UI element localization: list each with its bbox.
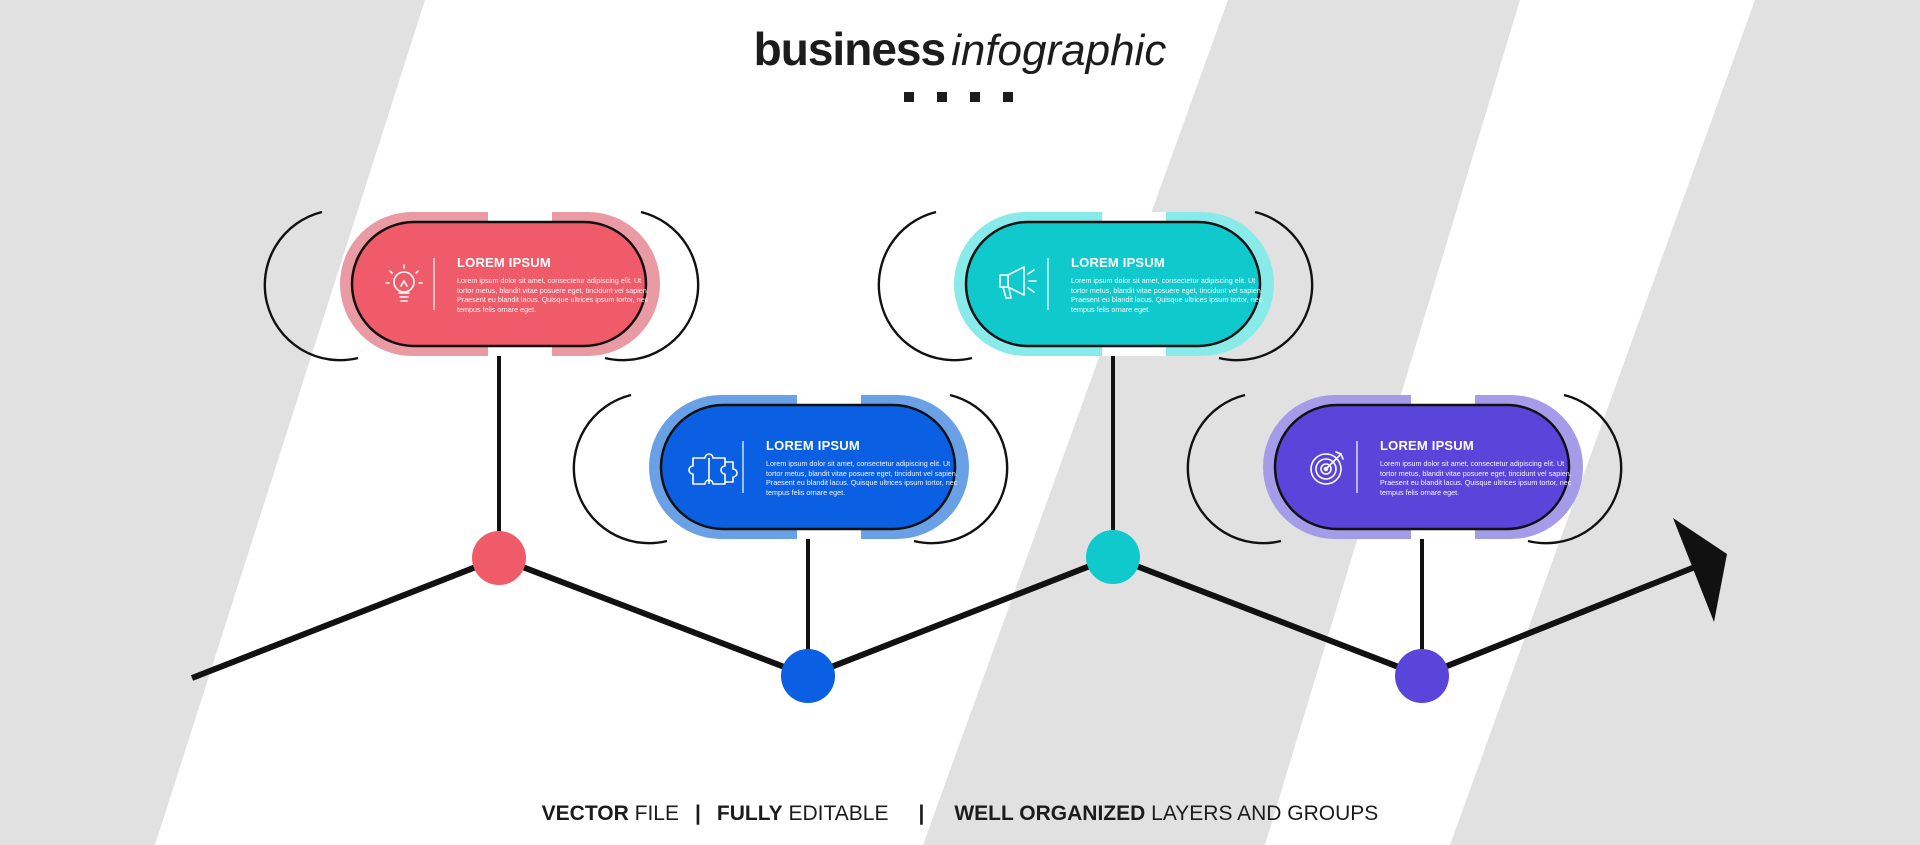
step-title: LOREM IPSUM [766,438,860,453]
footer-bold: VECTOR [541,802,629,825]
lightbulb-icon [385,264,423,302]
timeline-line [190,553,1702,681]
step-text-2: LOREM IPSUM Lorem ipsum dolor sit amet, … [766,438,966,497]
step-text-3: LOREM IPSUM Lorem ipsum dolor sit amet, … [1071,255,1271,314]
footer-text: FILE [634,802,679,825]
step-card-1 [263,210,700,362]
step-body: Lorem ipsum dolor sit amet, consectetur … [1071,276,1263,314]
footer-text: EDITABLE [788,802,889,825]
step-text-4: LOREM IPSUM Lorem ipsum dolor sit amet, … [1380,438,1580,497]
title-dots [904,92,1014,102]
step-body: Lorem ipsum dolor sit amet, consectetur … [1380,459,1572,497]
footer-bold: FULLY [716,802,783,825]
step-body: Lorem ipsum dolor sit amet, consectetur … [457,276,649,314]
step-title: LOREM IPSUM [1071,255,1165,270]
timeline-node-1 [472,531,526,585]
step-body: Lorem ipsum dolor sit amet, consectetur … [766,459,958,497]
megaphone-icon [999,266,1037,299]
dot-decoration [937,92,947,102]
footer-text: LAYERS AND GROUPS [1151,802,1379,825]
step-text-1: LOREM IPSUM Lorem ipsum dolor sit amet, … [457,255,657,314]
title-light: infographic [951,26,1167,75]
timeline-node-4 [1395,649,1449,703]
dot-decoration [970,92,980,102]
footer-bold: WELL ORGANIZED [954,802,1146,825]
dot-decoration [904,92,914,102]
step-card-2 [572,393,1009,545]
timeline-node-2 [781,649,835,703]
dot-decoration [1003,92,1013,102]
footer-separator: | [918,802,925,825]
footer-caption: VECTOR FILE | FULLY EDITABLE | WELL ORGANIZE… [0,802,1920,826]
step-card-4 [1186,393,1623,545]
footer-separator: | [695,802,701,825]
step-card-3 [877,210,1314,362]
timeline-arrowhead [1673,518,1727,622]
timeline-node-3 [1086,530,1140,584]
puzzle-icon [688,453,738,485]
target-icon [1310,451,1344,485]
title-strong: business [753,23,946,75]
step-title: LOREM IPSUM [1380,438,1474,453]
step-title: LOREM IPSUM [457,255,551,270]
